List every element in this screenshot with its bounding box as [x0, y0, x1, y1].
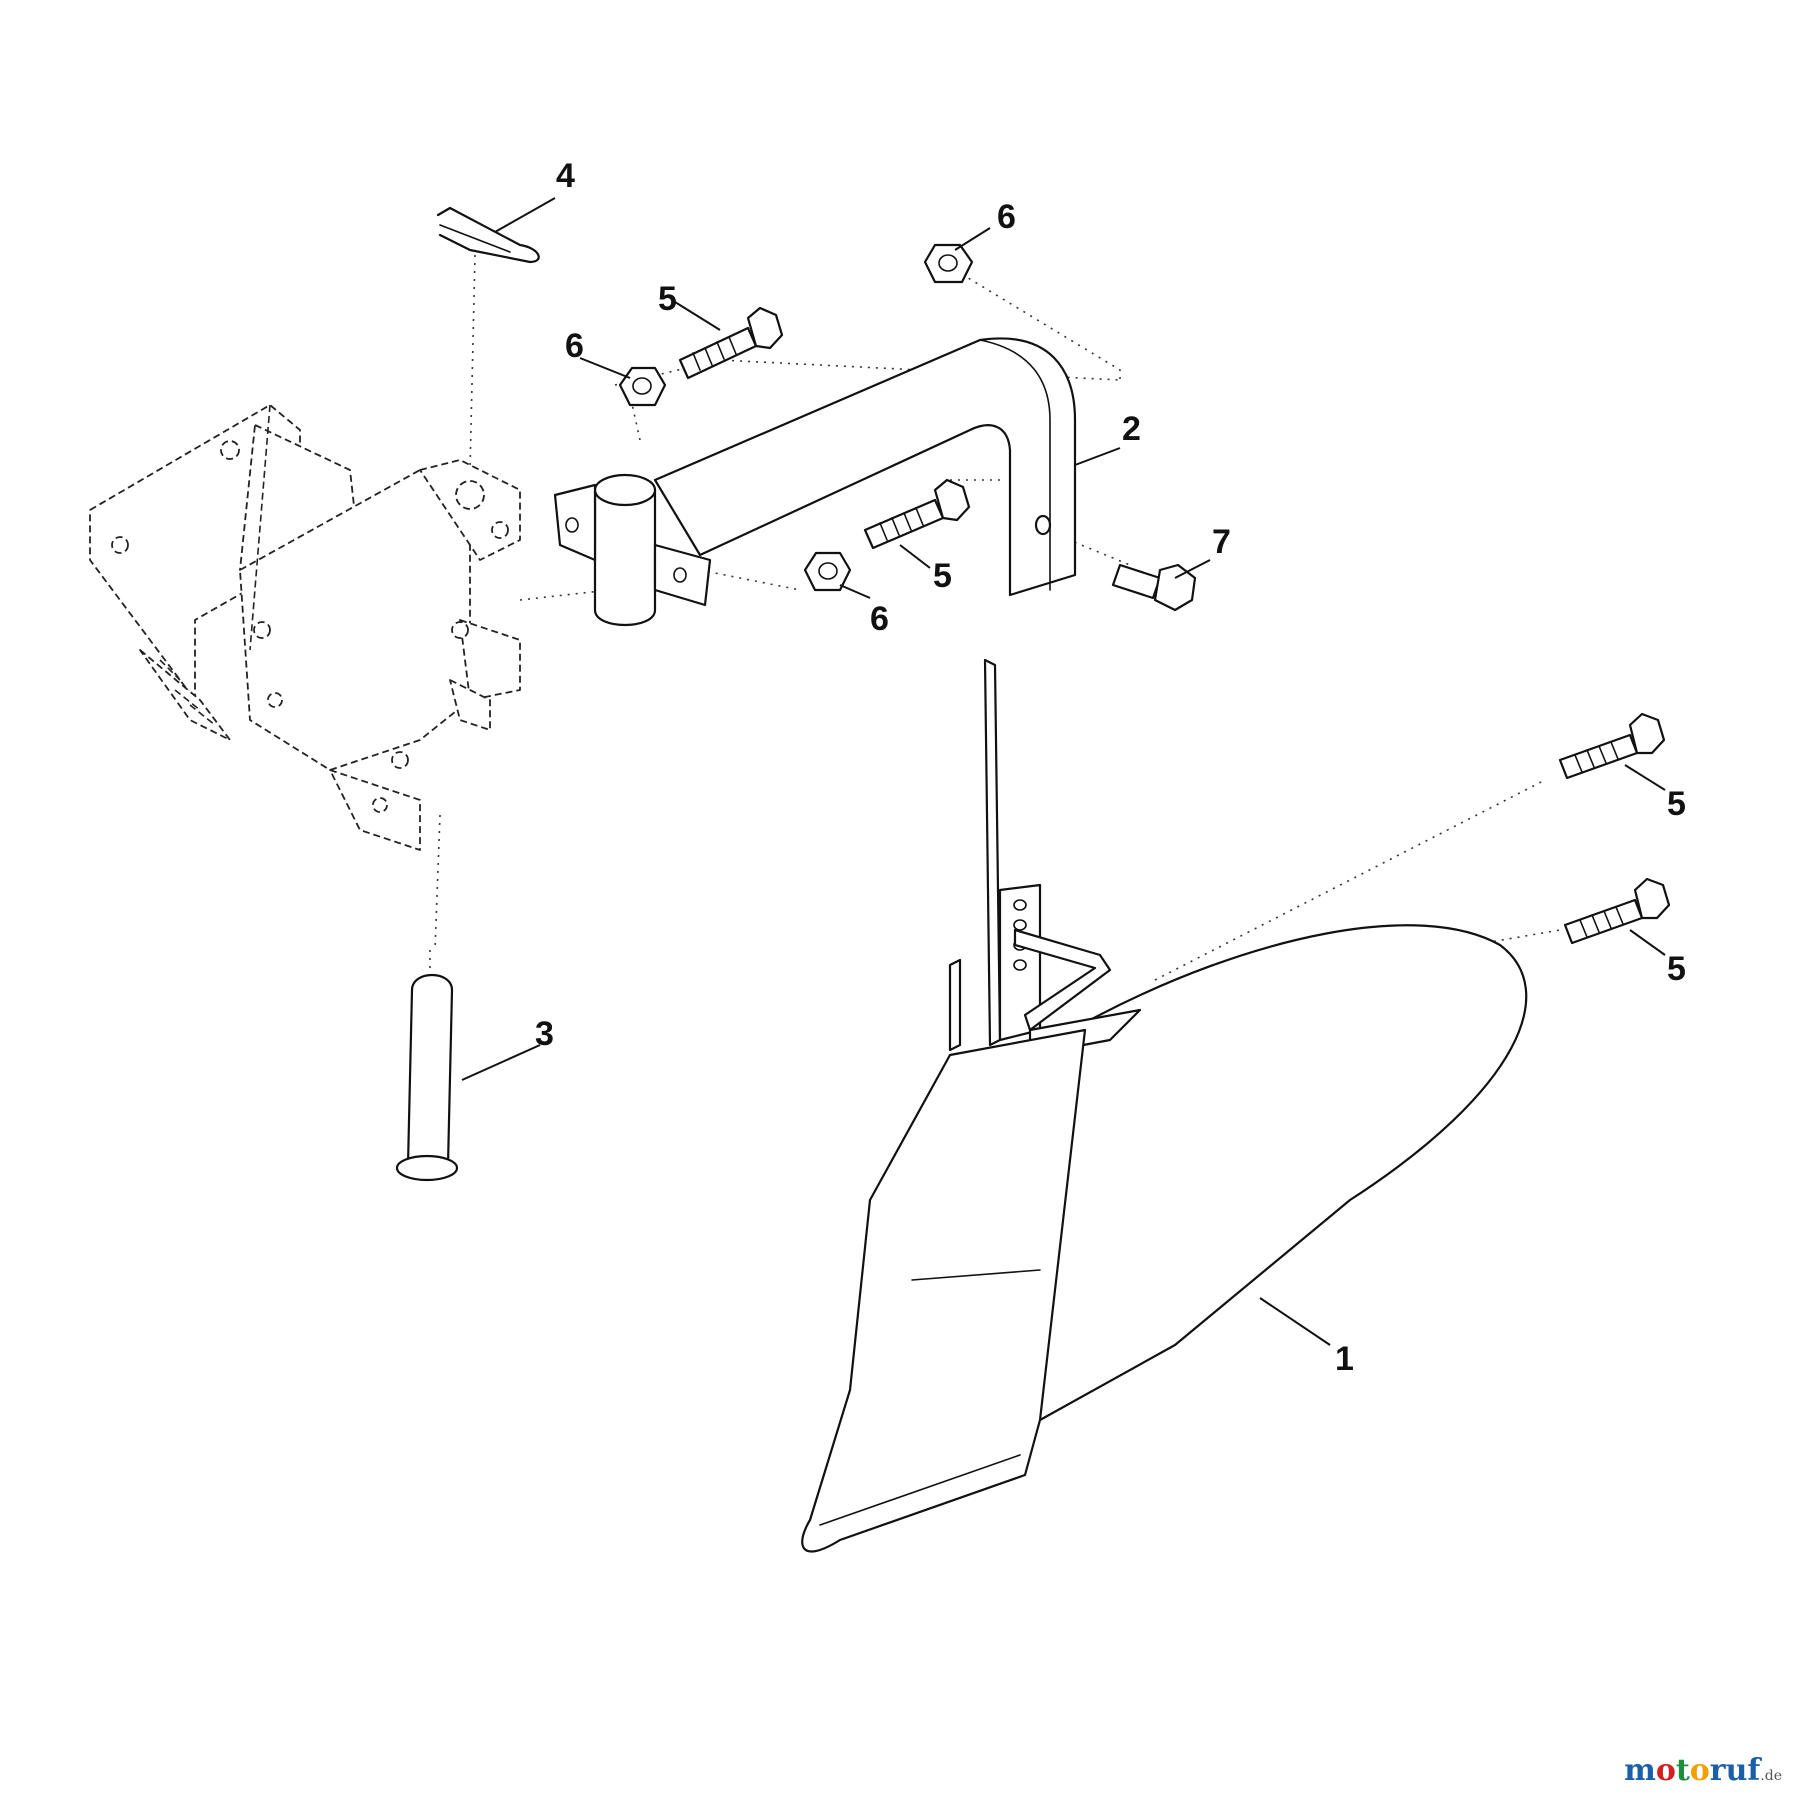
callout-2: 2: [1122, 410, 1141, 448]
plow-body: [801, 658, 1528, 1553]
callout-6-left: 6: [565, 327, 584, 365]
hex-bolt-short: [1111, 563, 1197, 612]
callout-1: 1: [1335, 1340, 1354, 1378]
hex-bolt-upper-left: [678, 306, 784, 380]
callout-7: 7: [1212, 523, 1231, 561]
frame-standard: [553, 337, 1077, 627]
callout-6-top: 6: [997, 198, 1016, 236]
site-watermark: motoruf.de: [1624, 1753, 1782, 1788]
callout-5-right-lower: 5: [1667, 950, 1686, 988]
hex-bolt-center: [863, 478, 971, 550]
callout-5-center: 5: [933, 557, 952, 595]
callout-5-upper: 5: [658, 280, 677, 318]
callout-5-right-upper: 5: [1667, 785, 1686, 823]
leader-lines: [461, 197, 1666, 1346]
callout-4: 4: [556, 157, 575, 195]
callout-labels: 4 6 5 6 2 7 5 6 5 5 3 1: [535, 157, 1686, 1378]
hex-nut-top: [923, 243, 974, 284]
hex-nut-left: [618, 366, 667, 407]
hex-nut-center: [803, 551, 852, 592]
hairpin-clip: [436, 206, 540, 264]
hex-bolt-right-lower: [1563, 877, 1671, 945]
hex-bolt-right-upper: [1558, 712, 1666, 780]
clevis-pin: [395, 974, 459, 1182]
mount-bracket-phantom: [89, 404, 521, 851]
callout-3: 3: [535, 1015, 554, 1053]
callout-6-center: 6: [870, 600, 889, 638]
